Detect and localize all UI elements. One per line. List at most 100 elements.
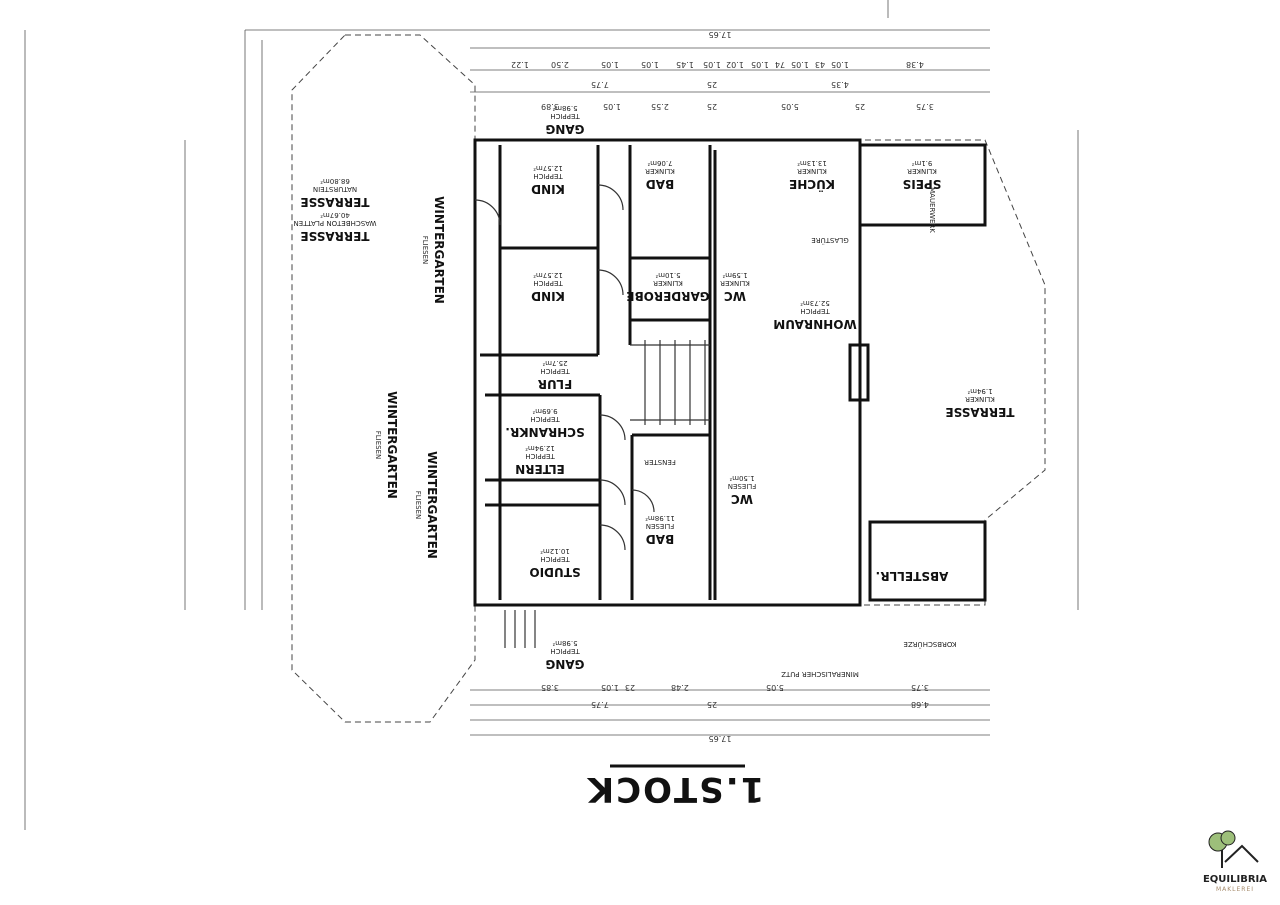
room-floor: WASCHBETON PLATTEN <box>293 219 376 227</box>
room-name: BAD <box>646 532 674 546</box>
room-floor: KLINKER <box>907 167 937 175</box>
wintergarten-label: WINTERGARTEN <box>432 196 446 304</box>
room-labels: KINDTEPPICH12.57m²KINDTEPPICH12.57m²BADK… <box>293 60 1014 709</box>
room-area: 9.1m² <box>911 159 932 167</box>
dimension-label: 25 <box>855 102 865 111</box>
room-area: 13.13m² <box>797 159 827 167</box>
plan-title: 1.STOCK <box>586 769 764 809</box>
room-name: KIND <box>531 289 565 303</box>
dimension-label: 25 <box>707 102 717 111</box>
wintergarten-floor: FLIESEN <box>374 431 382 460</box>
room-area: 9.69m² <box>532 407 557 415</box>
dimension-label: 1.05 <box>703 60 721 69</box>
dimension-lines <box>24 0 1079 830</box>
plan-note: GLASTÜRE <box>811 236 848 245</box>
wintergarten-label: WINTERGARTEN <box>385 391 399 499</box>
room-area: 1.59m² <box>722 271 747 279</box>
logo-subtitle: MAKLEREI <box>1216 886 1254 893</box>
dimension-label: 74 <box>775 60 785 69</box>
dimension-label: 4.35 <box>831 80 849 89</box>
wintergarten-floor: FLIESEN <box>421 236 429 265</box>
dimension-label: 2.48 <box>671 683 689 692</box>
dimension-label: 2.55 <box>651 102 669 111</box>
dimension-label: 5.05 <box>766 683 784 692</box>
dimension-label: 25 <box>707 700 717 709</box>
dimension-label: 4.68 <box>911 700 929 709</box>
door-swings <box>474 184 655 551</box>
room-name: FLUR <box>538 377 572 391</box>
room-name: WC <box>731 492 753 506</box>
wintergarten-floor: FLIESEN <box>414 491 422 520</box>
dimension-label: 3.85 <box>541 683 559 692</box>
room-floor: FLIESEN <box>728 482 757 490</box>
dimension-label: 23 <box>625 683 635 692</box>
dimension-label: 3.75 <box>916 102 934 111</box>
room-name: SPEIS <box>903 177 942 191</box>
room-floor: TEPPICH <box>540 367 570 375</box>
wintergarten-label: WINTERGARTEN <box>425 451 439 559</box>
dimension-label: 4.38 <box>906 60 924 69</box>
room-floor: TEPPICH <box>530 415 560 423</box>
room-floor: TEPPICH <box>533 279 563 287</box>
dimension-label: 2.50 <box>551 60 569 69</box>
room-name: ELTERN <box>515 462 565 476</box>
room-name: ABSTELLR. <box>876 569 949 583</box>
room-floor: NATURSTEIN <box>313 185 357 193</box>
room-area: 1.94m² <box>967 387 992 395</box>
room-name: GANG <box>545 122 584 136</box>
dimension-label: 1.22 <box>511 60 529 69</box>
room-floor: KLINKER <box>645 167 675 175</box>
room-name: BAD <box>646 177 674 191</box>
room-area: 1.50m² <box>729 474 754 482</box>
room-name: GARDEROBE <box>626 289 709 303</box>
room-floor: TEPPICH <box>533 172 563 180</box>
logo-name: EQUILIBRIA <box>1203 874 1267 885</box>
dimension-label: 7.75 <box>591 80 609 89</box>
dimension-label: 3.75 <box>911 683 929 692</box>
plan-note: KORBSCHÜRZE <box>903 640 956 649</box>
dimension-label: 1.02 <box>726 60 744 69</box>
dimension-label: 1.05 <box>641 60 659 69</box>
dimension-label: 3.89 <box>541 102 559 111</box>
room-area: 12.57m² <box>533 164 563 172</box>
house-icon <box>1224 844 1259 863</box>
room-area: 52.73m² <box>800 299 830 307</box>
room-floor: KLINKER <box>797 167 827 175</box>
dimension-label: 1.05 <box>603 102 621 111</box>
room-area: 12.94m² <box>525 444 555 452</box>
room-floor: KLINKER <box>653 279 683 287</box>
overall-width-top: 17.65 <box>709 30 732 39</box>
dimension-label: 25 <box>707 80 717 89</box>
dimension-label: 1.05 <box>831 60 849 69</box>
room-floor: TEPPICH <box>800 307 830 315</box>
dimension-label: 43 <box>815 60 825 69</box>
room-area: 68.80m² <box>320 177 350 185</box>
room-name: TERRASSE <box>945 405 1014 419</box>
room-name: WOHNRAUM <box>773 317 856 331</box>
room-area: 5.98m² <box>552 104 577 112</box>
room-name: KÜCHE <box>789 177 835 192</box>
dimension-label: 1.05 <box>791 60 809 69</box>
staircase <box>504 340 706 648</box>
plan-note: MAUERWERK <box>928 187 936 233</box>
room-area: 10.12m² <box>540 547 570 555</box>
room-floor: TEPPICH <box>550 647 580 655</box>
room-name: KIND <box>531 182 565 196</box>
dimension-label: 1.05 <box>601 683 619 692</box>
room-floor: TEPPICH <box>550 112 580 120</box>
room-floor: KLINKER <box>720 279 750 287</box>
room-name: STUDIO <box>529 565 580 579</box>
dimension-label: 1.05 <box>601 60 619 69</box>
dimension-label: 1.05 <box>751 60 769 69</box>
room-floor: TEPPICH <box>540 555 570 563</box>
room-name: SCHRANKR. <box>505 425 584 439</box>
overall-width-bottom: 17.65 <box>709 734 732 743</box>
company-logo: EQUILIBRIA MAKLEREI <box>1203 830 1267 893</box>
plan-note: MINERALISCHER PUTZ <box>781 670 859 678</box>
room-area: 5.10m² <box>655 271 680 279</box>
room-name: TERRASSE <box>300 229 369 243</box>
room-name: TERRASSE <box>300 195 369 209</box>
room-floor: TEPPICH <box>525 452 555 460</box>
room-area: 5.98m² <box>552 639 577 647</box>
